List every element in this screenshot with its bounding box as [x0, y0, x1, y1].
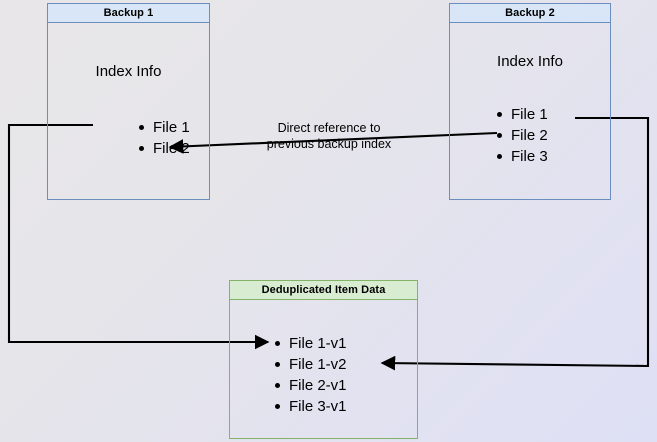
list-item: File 1-v2 [274, 354, 347, 375]
list-item: File 1 [496, 104, 548, 125]
node-backup-1-subtitle: Index Info [95, 63, 162, 80]
node-backup-2-items: File 1 File 2 File 3 [496, 104, 548, 167]
edge-label-line-1: Direct reference to [277, 121, 381, 135]
edge-label-direct-reference: Direct reference to previous backup inde… [244, 120, 414, 152]
node-backup-1-header: Backup 1 [48, 4, 209, 23]
list-item: File 1-v1 [274, 333, 347, 354]
list-item: File 2 [138, 138, 190, 159]
list-item: File 2-v1 [274, 375, 347, 396]
node-backup-1-items: File 1 File 2 [138, 117, 190, 159]
list-item: File 2 [496, 125, 548, 146]
list-item: File 1 [138, 117, 190, 138]
list-item: File 3 [496, 146, 548, 167]
node-deduplicated-items: File 1-v1 File 1-v2 File 2-v1 File 3-v1 [274, 333, 347, 417]
node-backup-2[interactable]: Backup 2 Index Info File 1 File 2 File 3 [449, 3, 611, 200]
node-backup-2-subtitle: Index Info [497, 53, 563, 70]
node-backup-2-header: Backup 2 [450, 4, 610, 23]
edge-label-line-2: previous backup index [266, 137, 392, 151]
list-item: File 3-v1 [274, 396, 347, 417]
node-deduplicated-item-data[interactable]: Deduplicated Item Data File 1-v1 File 1-… [229, 280, 418, 439]
node-deduplicated-header: Deduplicated Item Data [230, 281, 417, 300]
node-backup-1[interactable]: Backup 1 Index Info File 1 File 2 [47, 3, 210, 200]
